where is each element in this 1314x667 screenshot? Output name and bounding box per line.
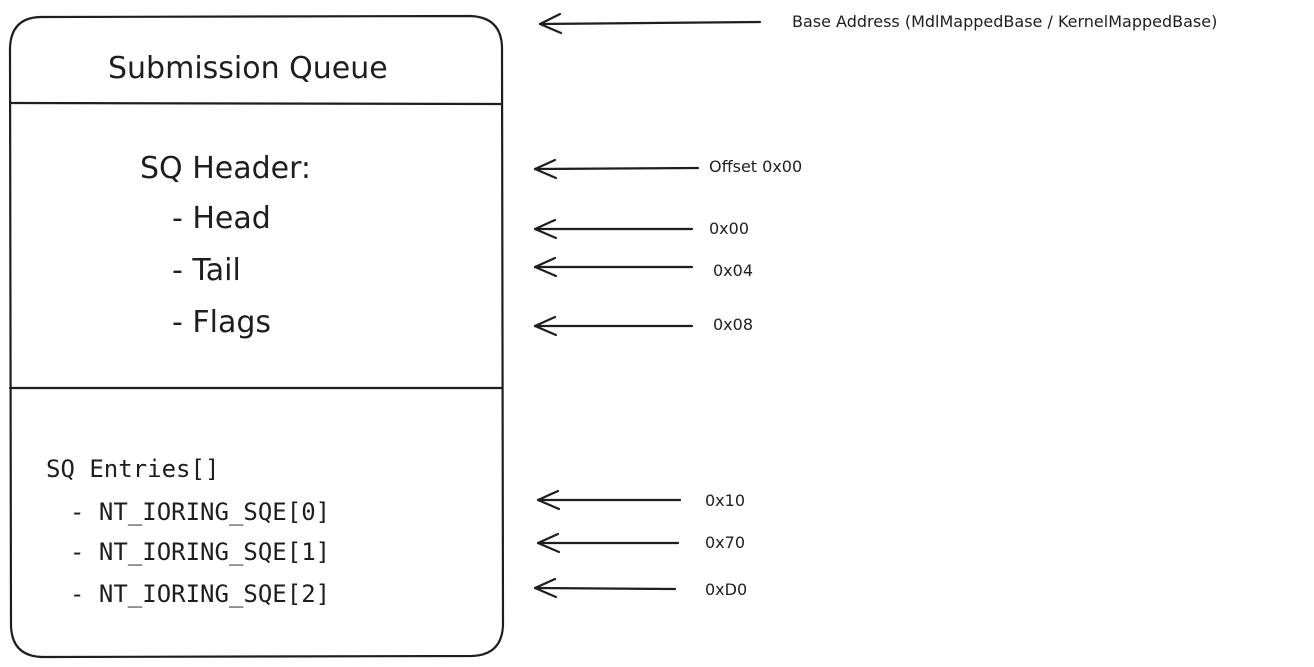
head-offset-label: 0x00 — [709, 219, 749, 238]
title-divider — [8, 101, 504, 106]
sq-header-label: SQ Header: — [140, 151, 311, 186]
entry-0-offset-label: 0x10 — [705, 491, 745, 510]
sq-entries-label: SQ Entries[] — [46, 455, 219, 483]
arrow-tail-offset — [533, 256, 694, 278]
arrow-header-offset — [533, 158, 700, 180]
sq-entry-1: - NT_IORING_SQE[1] — [70, 538, 330, 566]
header-offset-label: Offset 0x00 — [709, 157, 802, 176]
flags-offset-label: 0x08 — [713, 315, 753, 334]
entry-2-offset-label: 0xD0 — [705, 580, 747, 599]
tail-offset-label: 0x04 — [713, 261, 753, 280]
entry-1-offset-label: 0x70 — [705, 533, 745, 552]
arrow-base-address — [538, 12, 762, 35]
sq-entry-2: - NT_IORING_SQE[2] — [70, 580, 330, 608]
diagram-title: Submission Queue — [108, 51, 388, 86]
arrow-head-offset — [533, 218, 694, 240]
sq-header-field-flags: - Flags — [172, 305, 271, 340]
base-address-label: Base Address (MdlMappedBase / KernelMapp… — [792, 12, 1217, 31]
arrow-entry-1-offset — [536, 532, 680, 554]
arrow-entry-0-offset — [536, 489, 682, 511]
arrow-flags-offset — [533, 315, 694, 337]
sq-entry-0: - NT_IORING_SQE[0] — [70, 498, 330, 526]
queue-container-box — [8, 14, 505, 659]
sq-header-field-head: - Head — [172, 201, 271, 236]
arrow-entry-2-offset — [533, 577, 677, 599]
sq-header-field-tail: - Tail — [172, 253, 241, 288]
